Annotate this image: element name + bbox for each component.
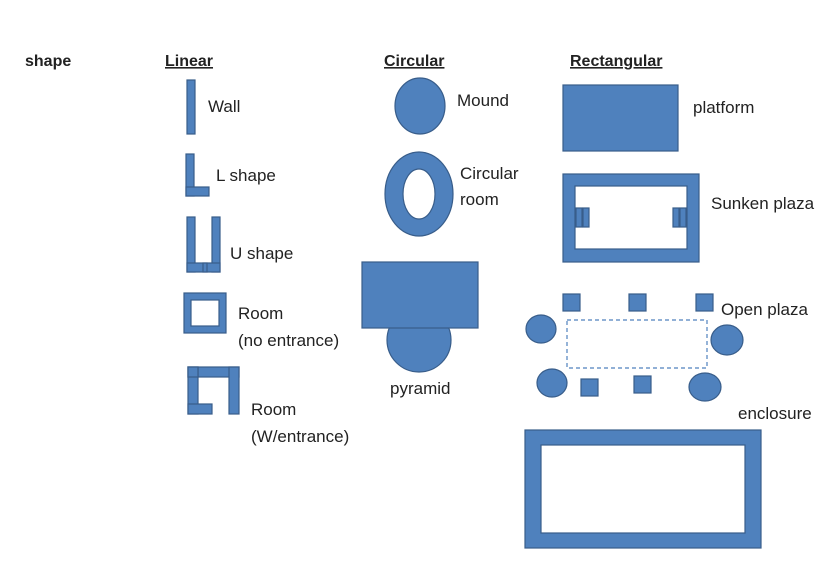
label-sunken-plaza: Sunken plaza bbox=[711, 194, 815, 213]
row-label-shape: shape bbox=[25, 53, 71, 70]
label-wall: Wall bbox=[208, 97, 240, 116]
wall-shape bbox=[186, 79, 196, 135]
enclosure-shape bbox=[524, 429, 762, 549]
pyramid-shape bbox=[361, 261, 479, 373]
u-shape bbox=[186, 216, 221, 273]
platform-shape bbox=[562, 84, 679, 152]
l-shape bbox=[185, 153, 210, 197]
label-room-with-entrance-2: (W/entrance) bbox=[251, 427, 349, 446]
label-circular-room-1: Circular bbox=[460, 164, 519, 183]
circular-room-shape bbox=[384, 151, 454, 237]
header-rectangular: Rectangular bbox=[570, 53, 662, 70]
label-room-no-entrance-2: (no entrance) bbox=[238, 331, 339, 350]
header-linear: Linear bbox=[165, 53, 213, 70]
header-circular: Circular bbox=[384, 53, 444, 70]
label-room-with-entrance-1: Room bbox=[251, 400, 296, 419]
label-room-no-entrance-1: Room bbox=[238, 304, 283, 323]
room-with-entrance-shape bbox=[187, 366, 240, 415]
mound-shape bbox=[394, 77, 446, 135]
label-circular-room-2: room bbox=[460, 190, 499, 209]
room-no-entrance-shape bbox=[183, 292, 227, 334]
sunken-plaza-shape bbox=[562, 173, 700, 263]
open-plaza-shape bbox=[525, 293, 744, 402]
label-u-shape: U shape bbox=[230, 244, 293, 263]
label-enclosure: enclosure bbox=[738, 404, 812, 423]
label-pyramid: pyramid bbox=[390, 379, 450, 398]
label-l-shape: L shape bbox=[216, 166, 276, 185]
label-mound: Mound bbox=[457, 91, 509, 110]
label-platform: platform bbox=[693, 98, 754, 117]
label-open-plaza: Open plaza bbox=[721, 300, 808, 319]
